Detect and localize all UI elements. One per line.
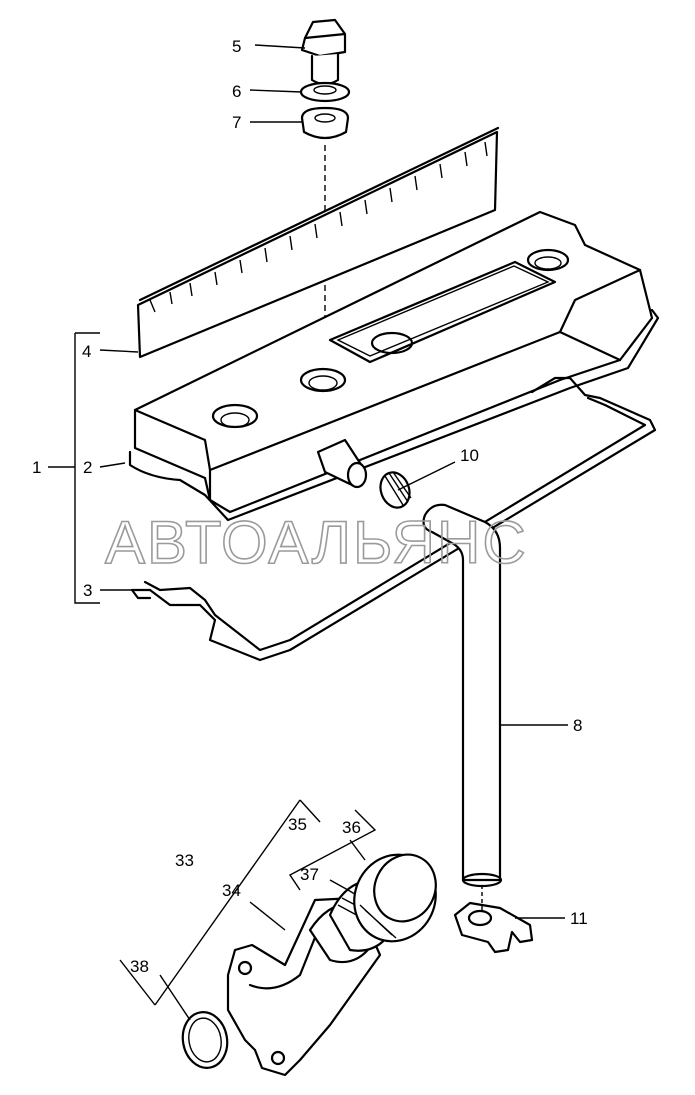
callout-33: 33 — [175, 851, 194, 870]
callout-35: 35 — [288, 815, 307, 834]
washer — [299, 81, 351, 103]
o-ring — [181, 1011, 229, 1069]
hose-clip — [453, 885, 534, 954]
callout-1: 1 — [32, 458, 41, 477]
callout-34: 34 — [222, 881, 241, 900]
callout-6: 6 — [232, 82, 241, 101]
hose-clamp — [379, 471, 412, 509]
callout-36: 36 — [342, 818, 361, 837]
callout-3: 3 — [83, 581, 92, 600]
baffle-plate — [136, 126, 500, 359]
callout-2: 2 — [83, 458, 92, 477]
bolt — [300, 18, 347, 86]
grommet — [300, 106, 350, 140]
callout-4: 4 — [82, 342, 91, 361]
watermark-text: АВТОАЛЬЯНС — [105, 509, 528, 576]
callout-7: 7 — [232, 113, 241, 132]
callout-5: 5 — [232, 37, 241, 56]
oil-filler-cap — [353, 853, 437, 943]
leader-lines — [48, 44, 568, 1021]
callout-38: 38 — [130, 957, 149, 976]
callout-8: 8 — [573, 716, 582, 735]
callout-11: 11 — [570, 909, 588, 928]
callout-37: 37 — [300, 865, 319, 884]
cylinder-head-cover — [128, 210, 660, 522]
callout-10: 10 — [460, 446, 479, 465]
